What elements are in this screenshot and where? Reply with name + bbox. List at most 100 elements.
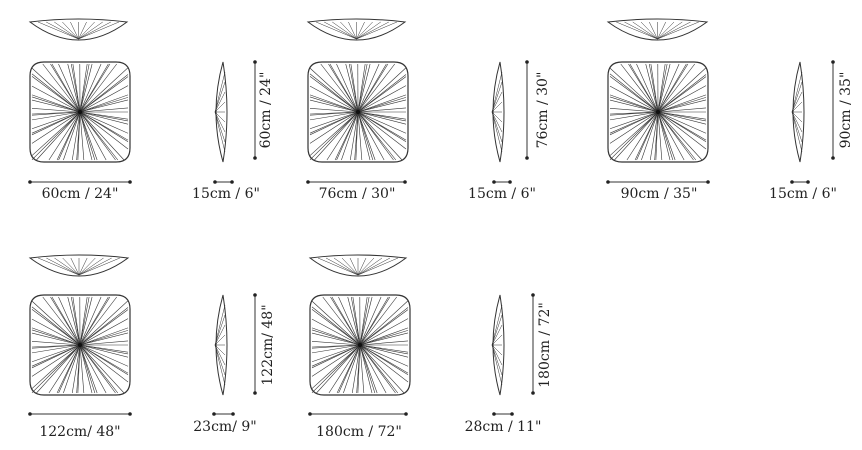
wire-line: [314, 111, 359, 161]
wire-line: [79, 344, 93, 394]
wire-line: [357, 76, 407, 113]
side-view-rib: [214, 344, 226, 366]
top-view-rib: [78, 21, 120, 40]
top-view-rib: [356, 21, 389, 40]
wire-line: [609, 111, 659, 121]
wire-line: [79, 111, 129, 150]
top-view-rib: [357, 257, 383, 276]
wire-line: [36, 344, 81, 394]
shade-front-view: [307, 61, 409, 163]
variant-180: [308, 254, 535, 416]
width-label-122: 122cm/ 48": [39, 424, 120, 440]
side-view-rib: [214, 81, 226, 113]
side-view-rib: [491, 344, 503, 386]
wire-line: [657, 94, 707, 113]
wire-line: [357, 111, 376, 161]
top-view-rib: [349, 257, 359, 276]
side-view-rib: [214, 344, 226, 386]
wire-line: [357, 63, 371, 113]
wire-line: [79, 111, 129, 142]
wire-line: [657, 111, 697, 161]
dimension-end-dot: [531, 391, 535, 395]
wire-line: [79, 63, 93, 113]
wire-line: [79, 111, 129, 125]
side-view-rib: [491, 111, 503, 123]
wire-line: [31, 300, 81, 346]
wire-line: [79, 296, 93, 346]
wire-line: [31, 99, 81, 113]
dimension-end-dot: [28, 180, 32, 184]
wire-line: [343, 344, 361, 394]
wire-line: [79, 111, 98, 161]
wire-line: [359, 296, 391, 346]
wire-line: [350, 63, 359, 113]
wire-line: [79, 296, 117, 346]
shade-front-view: [29, 294, 131, 396]
wire-line: [359, 344, 409, 358]
dimension-end-dot: [306, 180, 310, 184]
dimension-end-dot: [231, 412, 235, 416]
wire-line: [309, 111, 359, 144]
width-label-60: 60cm / 24": [42, 186, 119, 202]
side-view-rib: [791, 111, 803, 153]
shade-side-view: [791, 61, 805, 163]
wire-line: [79, 63, 102, 113]
top-view-rib: [616, 21, 658, 40]
wire-line: [76, 344, 81, 394]
wire-line: [357, 111, 407, 150]
side-view-outline: [215, 294, 228, 396]
side-view-rib: [491, 314, 503, 346]
top-view-rib: [38, 257, 80, 276]
dimension-end-dot: [492, 412, 496, 416]
top-view-outline: [28, 254, 130, 277]
wire-line: [311, 344, 361, 377]
wire-line: [359, 344, 399, 394]
wire-line: [79, 63, 111, 113]
wire-line: [357, 85, 407, 113]
wire-line: [657, 63, 695, 113]
height-label-180: 180cm / 72": [537, 302, 553, 388]
wire-line: [79, 107, 129, 113]
top-view-rib: [657, 21, 699, 40]
wire-line: [357, 94, 407, 113]
height-label-90: 90cm / 35": [838, 72, 854, 149]
top-view-rib: [70, 257, 80, 276]
wire-line: [349, 111, 359, 161]
wire-line: [359, 296, 382, 346]
wire-line: [609, 108, 659, 113]
side-view-rib: [214, 111, 226, 153]
shade-front-view: [607, 61, 709, 163]
side-view-rib: [491, 91, 503, 113]
wire-line: [79, 296, 90, 346]
wire-line: [31, 344, 81, 367]
wire-line: [609, 85, 659, 113]
wire-line: [336, 63, 359, 113]
shade-top-view: [28, 254, 130, 277]
top-view-rib: [657, 21, 683, 40]
depth-label-122: 23cm/ 9": [193, 419, 256, 435]
wire-line: [657, 63, 689, 113]
wire-line: [657, 111, 707, 150]
wire-line: [357, 111, 374, 161]
top-view-rib: [348, 21, 357, 40]
wire-line: [328, 344, 361, 394]
width-label-180: 180cm / 72": [316, 424, 402, 440]
wire-line: [357, 111, 394, 161]
shade-radial-wires: [311, 296, 409, 394]
depth-label-76: 15cm / 6": [468, 186, 536, 202]
top-view-rib: [649, 21, 658, 40]
top-view-outline: [606, 18, 709, 41]
wire-line: [650, 63, 659, 113]
side-view-outline: [215, 61, 228, 163]
wire-line: [357, 63, 366, 113]
wire-line: [359, 340, 409, 346]
wire-line: [79, 344, 107, 394]
shade-top-view: [28, 18, 129, 41]
wire-line: [309, 108, 359, 113]
wire-line: [79, 111, 93, 161]
top-view-rib: [78, 21, 95, 40]
dimension-end-dot: [525, 60, 529, 64]
wire-line: [357, 63, 380, 113]
side-view-rib: [214, 101, 226, 113]
wire-line: [79, 111, 129, 122]
